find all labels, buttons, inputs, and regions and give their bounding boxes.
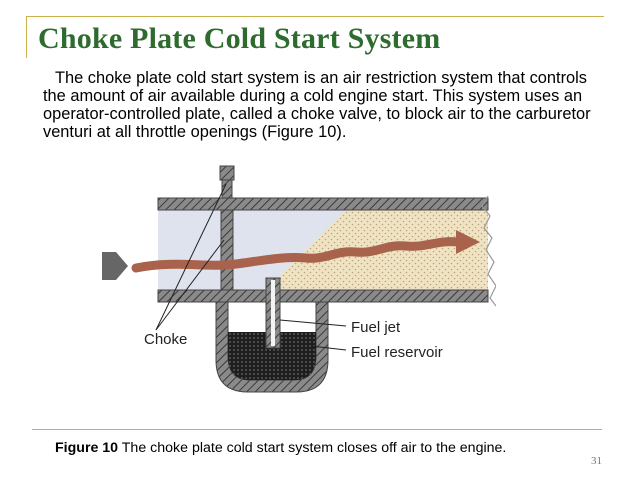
duct-bottom-wall: [157, 289, 489, 303]
choke-leader-line: [155, 239, 225, 331]
fuel-jet-label: Fuel jet: [351, 319, 401, 336]
fuel-reservoir-leader-line: [310, 345, 347, 351]
top-rule: [26, 16, 604, 17]
choke-leader-line-2: [155, 183, 227, 331]
duct-break-edge: [481, 195, 496, 307]
slide-body-text: The choke plate cold start system is an …: [43, 69, 591, 141]
duct-top-wall: [157, 197, 489, 211]
figure-caption: Figure 10 The choke plate cold start sys…: [55, 440, 506, 456]
caption-label: Figure 10: [55, 440, 119, 456]
air-flow-arrowhead: [456, 230, 480, 254]
choke-shaft: [221, 179, 233, 199]
air-flow-arrow: [131, 237, 463, 273]
fuel-jet-leader-line: [279, 319, 347, 327]
left-rule: [26, 16, 27, 58]
choke-diagram: Choke Fuel jet Fuel reservoir: [102, 165, 496, 393]
choke-label: Choke: [144, 331, 187, 348]
fuel-jet-bore: [271, 280, 275, 346]
air-inlet-arrow: [102, 252, 128, 280]
choke-shaft-cap: [219, 165, 235, 181]
choke-plate: [220, 209, 234, 291]
slide-title: Choke Plate Cold Start System: [38, 22, 441, 55]
caption-text: The choke plate cold start system closes…: [118, 440, 507, 456]
bottom-rule: [32, 429, 602, 430]
page-number: 31: [591, 455, 602, 467]
fuel-reservoir-fuel: [228, 332, 316, 380]
fuel-reservoir-label: Fuel reservoir: [351, 344, 443, 361]
